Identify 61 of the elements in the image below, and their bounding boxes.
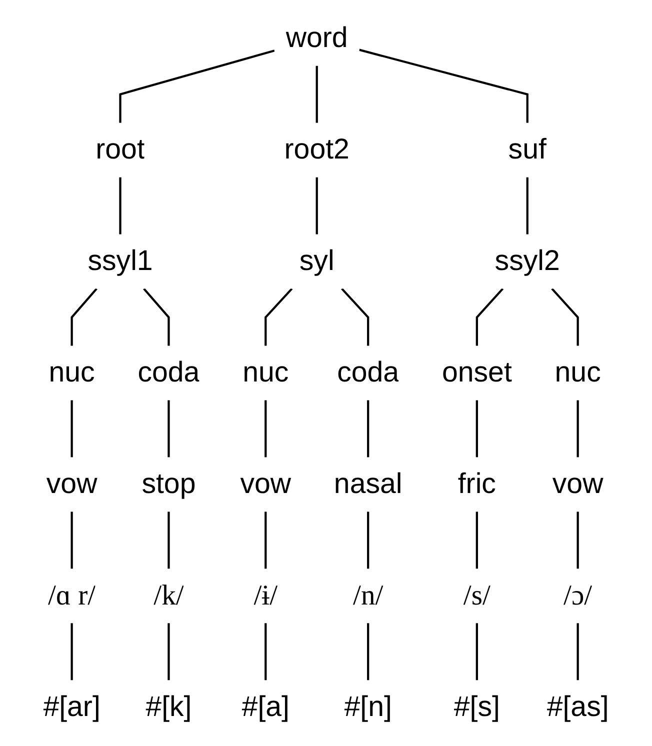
connector: [367, 400, 370, 458]
connector: [143, 288, 170, 346]
node-text: root2: [284, 134, 350, 166]
node-text: vow: [46, 468, 98, 500]
node-text: coda: [337, 357, 400, 389]
node-text: onset: [442, 357, 512, 389]
connector: [264, 400, 267, 458]
connector: [476, 512, 478, 569]
node-text: /ɨ/: [254, 580, 278, 612]
connector: [70, 623, 73, 680]
node-text: #[as]: [546, 692, 609, 724]
node-text: stop: [142, 468, 196, 500]
connector: [576, 400, 579, 458]
node-text: nuc: [242, 357, 289, 389]
connector: [367, 512, 370, 569]
connector: [119, 177, 122, 234]
node-text: #[n]: [344, 692, 392, 724]
node-text: ssyl2: [494, 246, 560, 278]
node-text: nuc: [48, 357, 95, 389]
node-text: root: [96, 134, 145, 166]
connector: [316, 177, 318, 234]
connector: [70, 400, 73, 458]
node-text: suf: [508, 134, 546, 166]
connector: [264, 512, 267, 569]
node-text: /ɔ/: [564, 580, 592, 612]
node-text: ssyl1: [88, 246, 153, 278]
node-text: coda: [138, 357, 200, 389]
node-text: vow: [240, 468, 292, 500]
node-text: vow: [552, 468, 604, 500]
node-text: #[s]: [454, 692, 500, 724]
connector: [576, 512, 579, 569]
connector: [476, 623, 478, 680]
node-text: #[ar]: [43, 692, 100, 724]
node-text: nasal: [334, 468, 402, 500]
connector: [367, 623, 370, 680]
connector: [316, 66, 318, 123]
connector: [119, 50, 275, 123]
node-text: #[a]: [242, 692, 290, 724]
connector: [168, 623, 170, 680]
connector: [168, 512, 170, 569]
connector: [264, 288, 293, 346]
connector: [70, 288, 98, 346]
node-text: nuc: [554, 357, 601, 389]
connector: [476, 400, 478, 458]
node-text: fric: [458, 468, 496, 500]
connector: [70, 512, 73, 569]
connector: [168, 400, 170, 458]
node-text: /s/: [463, 580, 490, 612]
connector: [476, 288, 504, 346]
node-text: syl: [299, 246, 334, 278]
connector: [526, 177, 528, 234]
node-text: word: [286, 22, 348, 54]
connector: [576, 623, 579, 680]
node-text: /k/: [154, 580, 184, 612]
connector: [341, 288, 370, 346]
connector: [551, 288, 579, 346]
node-text: #[k]: [146, 692, 192, 724]
connector: [264, 623, 267, 680]
node-text: /n/: [352, 580, 384, 612]
node-text: /ɑ r/: [48, 580, 96, 612]
connector: [359, 48, 528, 123]
